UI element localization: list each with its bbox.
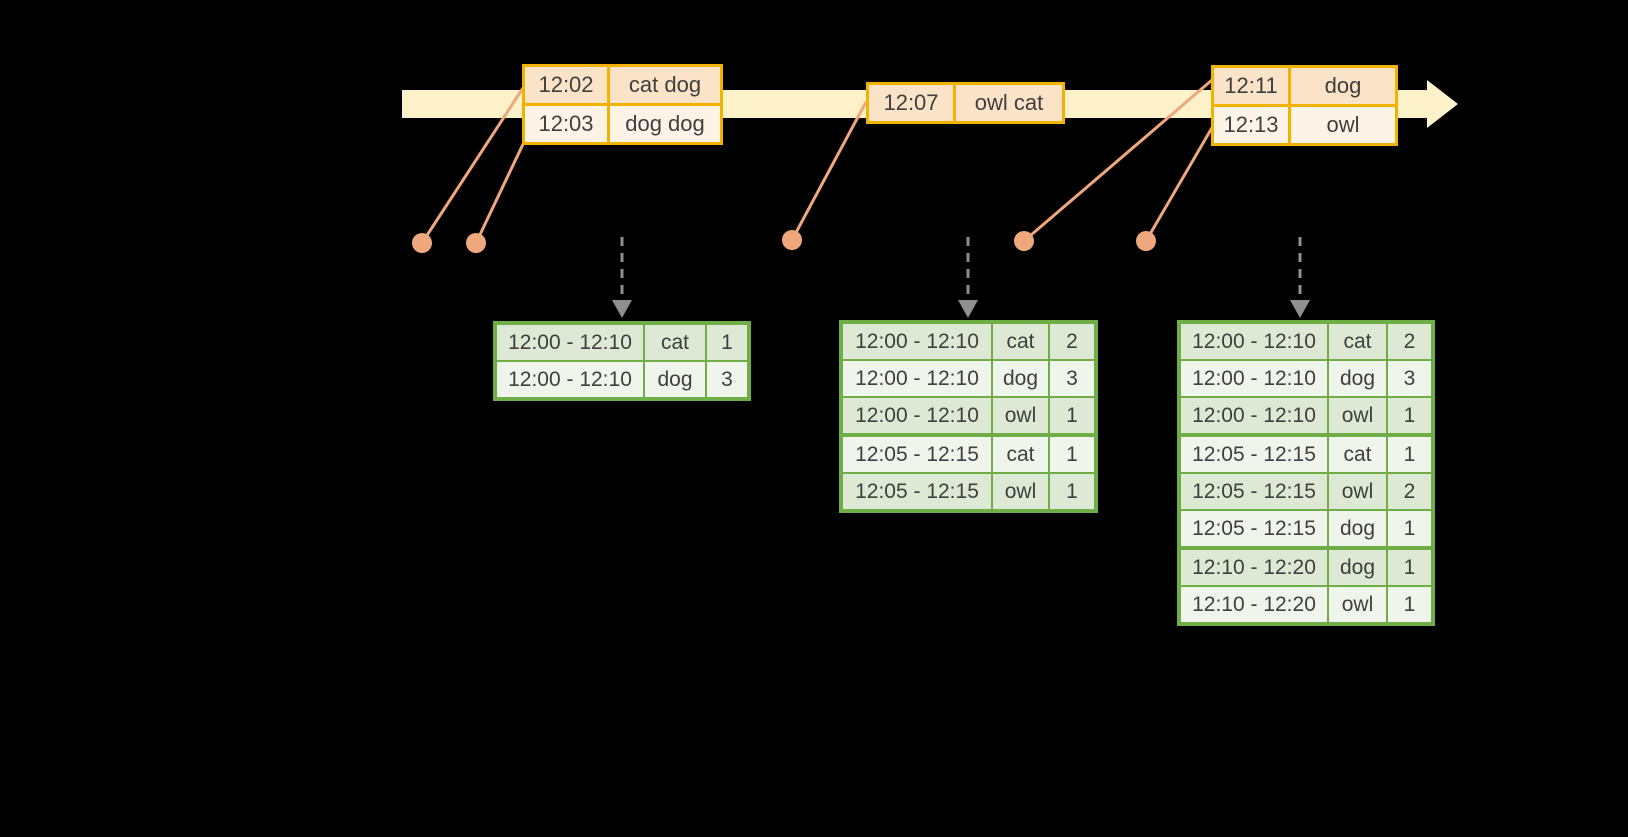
count-cell: 1 <box>1388 550 1431 585</box>
count-cell: 1 <box>1050 398 1094 433</box>
word-cell: cat <box>1329 324 1386 359</box>
window-cell: 12:05 - 12:15 <box>1181 474 1327 509</box>
window-cell: 12:10 - 12:20 <box>1181 587 1327 622</box>
table-row: 12:02 cat dog <box>525 67 720 103</box>
event-dot-icon <box>412 233 432 253</box>
word-cell: dog <box>645 362 705 397</box>
count-cell: 1 <box>1388 511 1431 546</box>
window-cell: 12:05 - 12:15 <box>843 474 991 509</box>
word-cell: owl <box>1329 474 1386 509</box>
word-cell: cat <box>993 437 1048 472</box>
event-words-cell: dog <box>1291 68 1395 104</box>
word-cell: owl <box>1329 587 1386 622</box>
event-time-cell: 12:13 <box>1214 107 1288 143</box>
count-cell: 3 <box>1388 361 1431 396</box>
word-cell: dog <box>1329 511 1386 546</box>
window-cell: 12:05 - 12:15 <box>843 437 991 472</box>
word-cell: owl <box>993 398 1048 433</box>
result-table-3: 12:00 - 12:10 cat 2 12:00 - 12:10 dog 3 … <box>1177 320 1435 626</box>
window-cell: 12:00 - 12:10 <box>497 362 643 397</box>
dashed-arrows <box>612 237 1310 318</box>
table-row: 12:05 - 12:15 cat 1 <box>843 437 1094 472</box>
event-table-1: 12:02 cat dog 12:03 dog dog <box>522 64 723 145</box>
window-cell: 12:00 - 12:10 <box>1181 398 1327 433</box>
word-cell: owl <box>1329 398 1386 433</box>
connector-line <box>1144 125 1215 242</box>
window-cell: 12:05 - 12:15 <box>1181 437 1327 472</box>
table-row: 12:00 - 12:10 owl 1 <box>843 398 1094 433</box>
count-cell: 2 <box>1050 324 1094 359</box>
table-row: 12:11 dog <box>1214 68 1395 104</box>
window-cell: 12:00 - 12:10 <box>497 325 643 360</box>
table-row: 12:00 - 12:10 dog 3 <box>497 362 747 397</box>
table-row: 12:00 - 12:10 owl 1 <box>1181 398 1431 433</box>
event-table-2: 12:07 owl cat <box>866 82 1065 124</box>
event-dots <box>412 230 1156 253</box>
word-cell: dog <box>1329 550 1386 585</box>
table-row: 12:13 owl <box>1214 107 1395 143</box>
event-dot-icon <box>782 230 802 250</box>
count-cell: 1 <box>1050 474 1094 509</box>
event-words-cell: owl <box>1291 107 1395 143</box>
table-row: 12:10 - 12:20 owl 1 <box>1181 587 1431 622</box>
dashed-arrow-icon <box>612 237 632 318</box>
connector-line <box>790 101 868 241</box>
event-table-3: 12:11 dog 12:13 owl <box>1211 65 1398 146</box>
table-row: 12:05 - 12:15 cat 1 <box>1181 437 1431 472</box>
event-words-cell: cat dog <box>610 67 720 103</box>
window-cell: 12:00 - 12:10 <box>843 361 991 396</box>
event-words-cell: dog dog <box>610 106 720 142</box>
word-cell: dog <box>1329 361 1386 396</box>
dashed-arrow-icon <box>1290 237 1310 318</box>
connector-line <box>1023 78 1213 243</box>
event-time-cell: 12:03 <box>525 106 607 142</box>
connector-line <box>420 87 525 244</box>
table-row: 12:00 - 12:10 cat 2 <box>843 324 1094 359</box>
count-cell: 3 <box>707 362 747 397</box>
count-cell: 2 <box>1388 324 1431 359</box>
dashed-arrow-icon <box>958 237 978 318</box>
window-cell: 12:10 - 12:20 <box>1181 550 1327 585</box>
event-time-cell: 12:02 <box>525 67 607 103</box>
table-row: 12:07 owl cat <box>869 85 1062 121</box>
count-cell: 1 <box>1050 437 1094 472</box>
count-cell: 1 <box>1388 437 1431 472</box>
table-row: 12:05 - 12:15 owl 2 <box>1181 474 1431 509</box>
count-cell: 3 <box>1050 361 1094 396</box>
word-cell: cat <box>1329 437 1386 472</box>
word-cell: cat <box>993 324 1048 359</box>
table-row: 12:10 - 12:20 dog 1 <box>1181 550 1431 585</box>
window-cell: 12:05 - 12:15 <box>1181 511 1327 546</box>
count-cell: 2 <box>1388 474 1431 509</box>
result-table-2: 12:00 - 12:10 cat 2 12:00 - 12:10 dog 3 … <box>839 320 1098 513</box>
window-cell: 12:00 - 12:10 <box>843 324 991 359</box>
window-cell: 12:00 - 12:10 <box>1181 324 1327 359</box>
event-time-cell: 12:11 <box>1214 68 1288 104</box>
event-dot-icon <box>1014 231 1034 251</box>
event-dot-icon <box>1136 231 1156 251</box>
table-row: 12:05 - 12:15 dog 1 <box>1181 511 1431 546</box>
word-cell: cat <box>645 325 705 360</box>
table-row: 12:00 - 12:10 dog 3 <box>843 361 1094 396</box>
table-row: 12:05 - 12:15 owl 1 <box>843 474 1094 509</box>
word-cell: owl <box>993 474 1048 509</box>
connector-line <box>474 139 527 244</box>
result-table-1: 12:00 - 12:10 cat 1 12:00 - 12:10 dog 3 <box>493 321 751 401</box>
event-time-cell: 12:07 <box>869 85 953 121</box>
timeline-arrowhead-icon <box>1427 80 1458 128</box>
window-cell: 12:00 - 12:10 <box>1181 361 1327 396</box>
event-dot-icon <box>466 233 486 253</box>
word-cell: dog <box>993 361 1048 396</box>
connector-lines <box>420 78 1215 244</box>
count-cell: 1 <box>1388 587 1431 622</box>
table-row: 12:00 - 12:10 dog 3 <box>1181 361 1431 396</box>
count-cell: 1 <box>707 325 747 360</box>
window-cell: 12:00 - 12:10 <box>843 398 991 433</box>
table-row: 12:00 - 12:10 cat 1 <box>497 325 747 360</box>
event-words-cell: owl cat <box>956 85 1062 121</box>
table-row: 12:00 - 12:10 cat 2 <box>1181 324 1431 359</box>
count-cell: 1 <box>1388 398 1431 433</box>
table-row: 12:03 dog dog <box>525 106 720 142</box>
